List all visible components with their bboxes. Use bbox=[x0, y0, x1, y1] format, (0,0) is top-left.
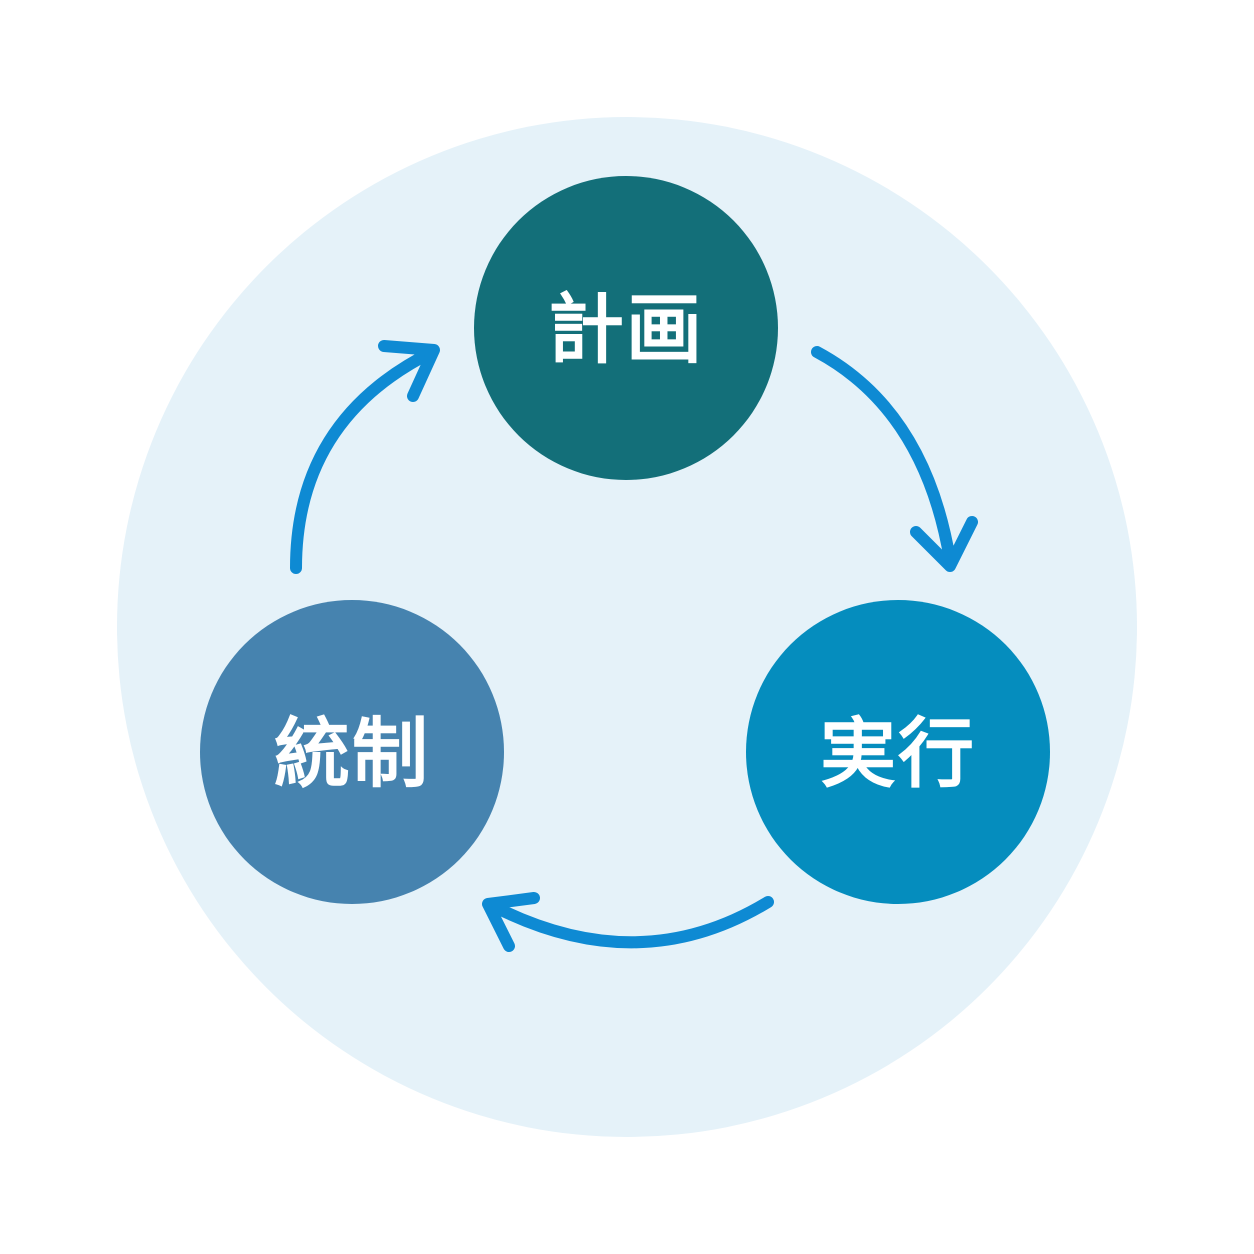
node-control-circle bbox=[200, 600, 504, 904]
arrow-control-to-plan-shaft bbox=[290, 346, 438, 574]
node-plan: 計画 bbox=[474, 176, 778, 480]
arrow-plan-to-execute bbox=[811, 346, 978, 572]
node-control-label: 統制 bbox=[274, 709, 430, 798]
arrow-execute-to-control-head bbox=[482, 892, 540, 952]
node-execute-label: 実行 bbox=[820, 709, 976, 798]
node-plan-circle bbox=[474, 176, 778, 480]
node-execute: 実行 bbox=[746, 600, 1050, 904]
arrow-plan-to-execute-head bbox=[910, 516, 978, 572]
cycle-arrows bbox=[290, 340, 978, 952]
arrow-execute-to-control-shaft bbox=[489, 896, 774, 949]
arrow-control-to-plan bbox=[290, 340, 440, 574]
node-plan-label: 計画 bbox=[548, 285, 704, 374]
node-execute-circle bbox=[746, 600, 1050, 904]
node-control: 統制 bbox=[200, 600, 504, 904]
arrow-plan-to-execute-shaft bbox=[811, 346, 956, 566]
arrow-control-to-plan-head bbox=[378, 340, 440, 402]
arrow-execute-to-control bbox=[482, 892, 774, 952]
